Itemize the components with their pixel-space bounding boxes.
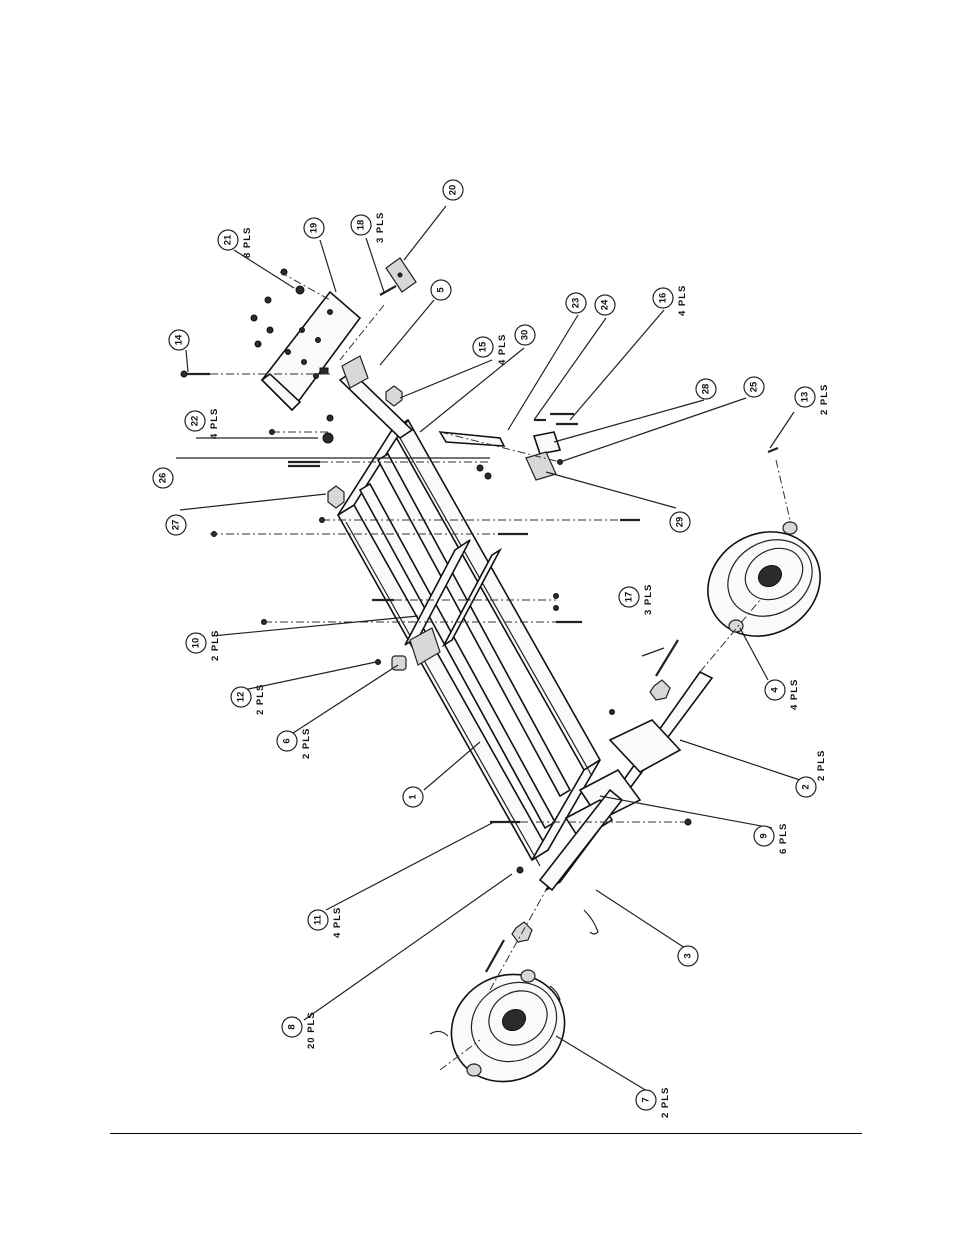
- svg-text:2 PLS: 2 PLS: [816, 750, 827, 781]
- callout-2: 2 2 PLS: [796, 750, 827, 797]
- svg-text:21: 21: [223, 234, 234, 245]
- callout-5: 5: [431, 280, 451, 300]
- wheel-left: [432, 954, 584, 1102]
- svg-text:2 PLS: 2 PLS: [660, 1087, 671, 1118]
- svg-text:4 PLS: 4 PLS: [789, 679, 800, 710]
- svg-text:4: 4: [770, 687, 781, 693]
- svg-text:22: 22: [190, 416, 201, 427]
- svg-text:4 PLS: 4 PLS: [332, 907, 343, 938]
- svg-text:11: 11: [313, 914, 324, 925]
- callout-29: 29: [670, 512, 690, 532]
- nut-15: [386, 386, 402, 406]
- svg-text:2 PLS: 2 PLS: [819, 384, 830, 415]
- svg-text:30: 30: [520, 330, 531, 341]
- svg-text:5: 5: [436, 287, 447, 293]
- callout-7: 7 2 PLS: [636, 1087, 671, 1118]
- hitch-plate: [262, 292, 360, 410]
- svg-text:2 PLS: 2 PLS: [255, 684, 266, 715]
- svg-text:17: 17: [624, 592, 635, 603]
- svg-text:27: 27: [171, 520, 182, 531]
- callout-4: 4 4 PLS: [765, 679, 800, 710]
- svg-text:25: 25: [749, 381, 760, 392]
- svg-text:3 PLS: 3 PLS: [643, 584, 654, 615]
- svg-text:20: 20: [448, 185, 459, 196]
- svg-text:16: 16: [658, 293, 669, 304]
- svg-text:2: 2: [801, 784, 812, 789]
- callout-11: 11 4 PLS: [308, 907, 343, 938]
- svg-text:29: 29: [675, 517, 686, 528]
- svg-text:8: 8: [287, 1024, 298, 1029]
- callout-17: 17 3 PLS: [619, 584, 654, 615]
- callout-8: 8 20 PLS: [282, 1011, 317, 1049]
- svg-text:2 PLS: 2 PLS: [210, 630, 221, 661]
- callout-28: 28: [696, 379, 716, 399]
- svg-text:4 PLS: 4 PLS: [497, 334, 508, 365]
- trailer-assembly-drawing: [181, 258, 839, 1102]
- callout-19: 19: [304, 218, 324, 238]
- nut-27: [328, 486, 344, 508]
- callout-3: 3: [678, 946, 698, 966]
- wheel-right: [689, 512, 839, 657]
- callout-18: 18 3 PLS: [351, 212, 386, 243]
- svg-text:6 PLS: 6 PLS: [778, 823, 789, 854]
- svg-text:4 PLS: 4 PLS: [209, 408, 220, 439]
- svg-text:24: 24: [600, 299, 611, 310]
- svg-text:12: 12: [236, 692, 247, 703]
- svg-text:26: 26: [158, 473, 169, 484]
- svg-text:10: 10: [191, 638, 202, 649]
- callout-22: 22 4 PLS: [185, 408, 220, 439]
- svg-text:15: 15: [478, 341, 489, 352]
- page-rule: [110, 1133, 862, 1134]
- callout-21: 21 8 PLS: [218, 227, 253, 258]
- callout-16: 16 4 PLS: [653, 285, 688, 316]
- callout-30: 30: [515, 325, 535, 345]
- svg-text:13: 13: [800, 392, 811, 403]
- callout-14: 14: [169, 330, 189, 350]
- svg-text:9: 9: [759, 833, 770, 838]
- callout-10: 10 2 PLS: [186, 630, 221, 661]
- callout-20: 20: [443, 180, 463, 200]
- callout-24: 24: [595, 295, 615, 315]
- svg-text:28: 28: [701, 384, 712, 395]
- svg-text:7: 7: [641, 1097, 652, 1102]
- callout-1: 1: [403, 787, 423, 807]
- svg-text:6: 6: [282, 738, 293, 743]
- svg-text:2 PLS: 2 PLS: [301, 728, 312, 759]
- svg-text:3: 3: [683, 953, 694, 958]
- svg-text:18: 18: [356, 220, 367, 231]
- callout-27: 27: [166, 515, 186, 535]
- svg-text:19: 19: [309, 223, 320, 234]
- svg-text:3 PLS: 3 PLS: [375, 212, 386, 243]
- svg-text:1: 1: [408, 794, 419, 800]
- svg-text:23: 23: [571, 298, 582, 309]
- svg-text:20 PLS: 20 PLS: [306, 1011, 317, 1049]
- callout-23: 23: [566, 293, 586, 313]
- svg-text:8 PLS: 8 PLS: [242, 227, 253, 258]
- callout-12: 12 2 PLS: [231, 684, 266, 715]
- main-frame: [338, 420, 600, 866]
- svg-text:4 PLS: 4 PLS: [677, 285, 688, 316]
- bracket-assembly: [440, 414, 578, 480]
- callout-13: 13 2 PLS: [795, 384, 830, 415]
- callout-26: 26: [153, 468, 173, 488]
- svg-text:14: 14: [174, 334, 185, 345]
- callout-25: 25: [744, 377, 764, 397]
